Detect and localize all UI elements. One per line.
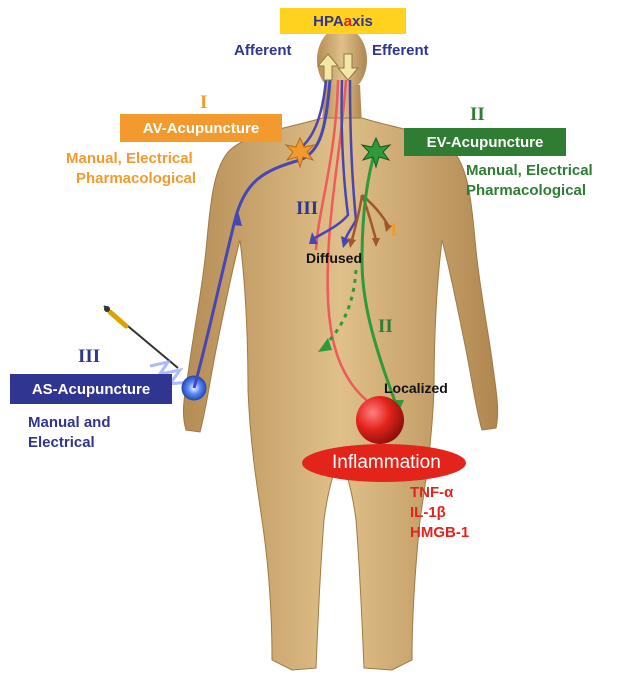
efferent-label: Efferent: [372, 42, 429, 59]
as-modes-line-1: Manual and: [28, 414, 111, 431]
localized-inflammation-ball-icon: [356, 396, 404, 444]
ev-acupuncture-box: EV-Acupuncture: [404, 128, 566, 156]
hpa-label-accent: a: [344, 13, 352, 30]
av-modes-line-2: Pharmacological: [76, 170, 196, 187]
inflammation-label: Inflammation: [332, 452, 441, 474]
cytokine-tnf: TNF-α: [410, 484, 453, 501]
cytokine-hmgb1: HMGB-1: [410, 524, 469, 541]
av-modes-line-1: Manual, Electrical: [66, 150, 193, 167]
path-label-iii: III: [296, 198, 318, 220]
ev-modes-line-1: Manual, Electrical: [466, 162, 593, 179]
ev-numeral: II: [470, 104, 485, 126]
diffused-label: Diffused: [306, 250, 362, 266]
path-label-i: I: [390, 220, 397, 242]
as-numeral: III: [78, 346, 100, 368]
cytokine-il1: IL-1β: [410, 504, 446, 521]
hpa-label-prefix: HPA: [313, 13, 344, 30]
needle-icon: [104, 306, 188, 384]
hpa-label-suffix: xis: [352, 13, 373, 30]
localized-label: Localized: [384, 380, 448, 396]
afferent-label: Afferent: [234, 42, 292, 59]
as-acupuncture-box: AS-Acupuncture: [10, 374, 172, 404]
ev-modes-line-2: Pharmacological: [466, 182, 586, 199]
av-acupuncture-box: AV-Acupuncture: [120, 114, 282, 142]
av-numeral: I: [200, 92, 207, 114]
as-modes-line-2: Electrical: [28, 434, 95, 451]
path-label-ii: II: [378, 316, 393, 338]
